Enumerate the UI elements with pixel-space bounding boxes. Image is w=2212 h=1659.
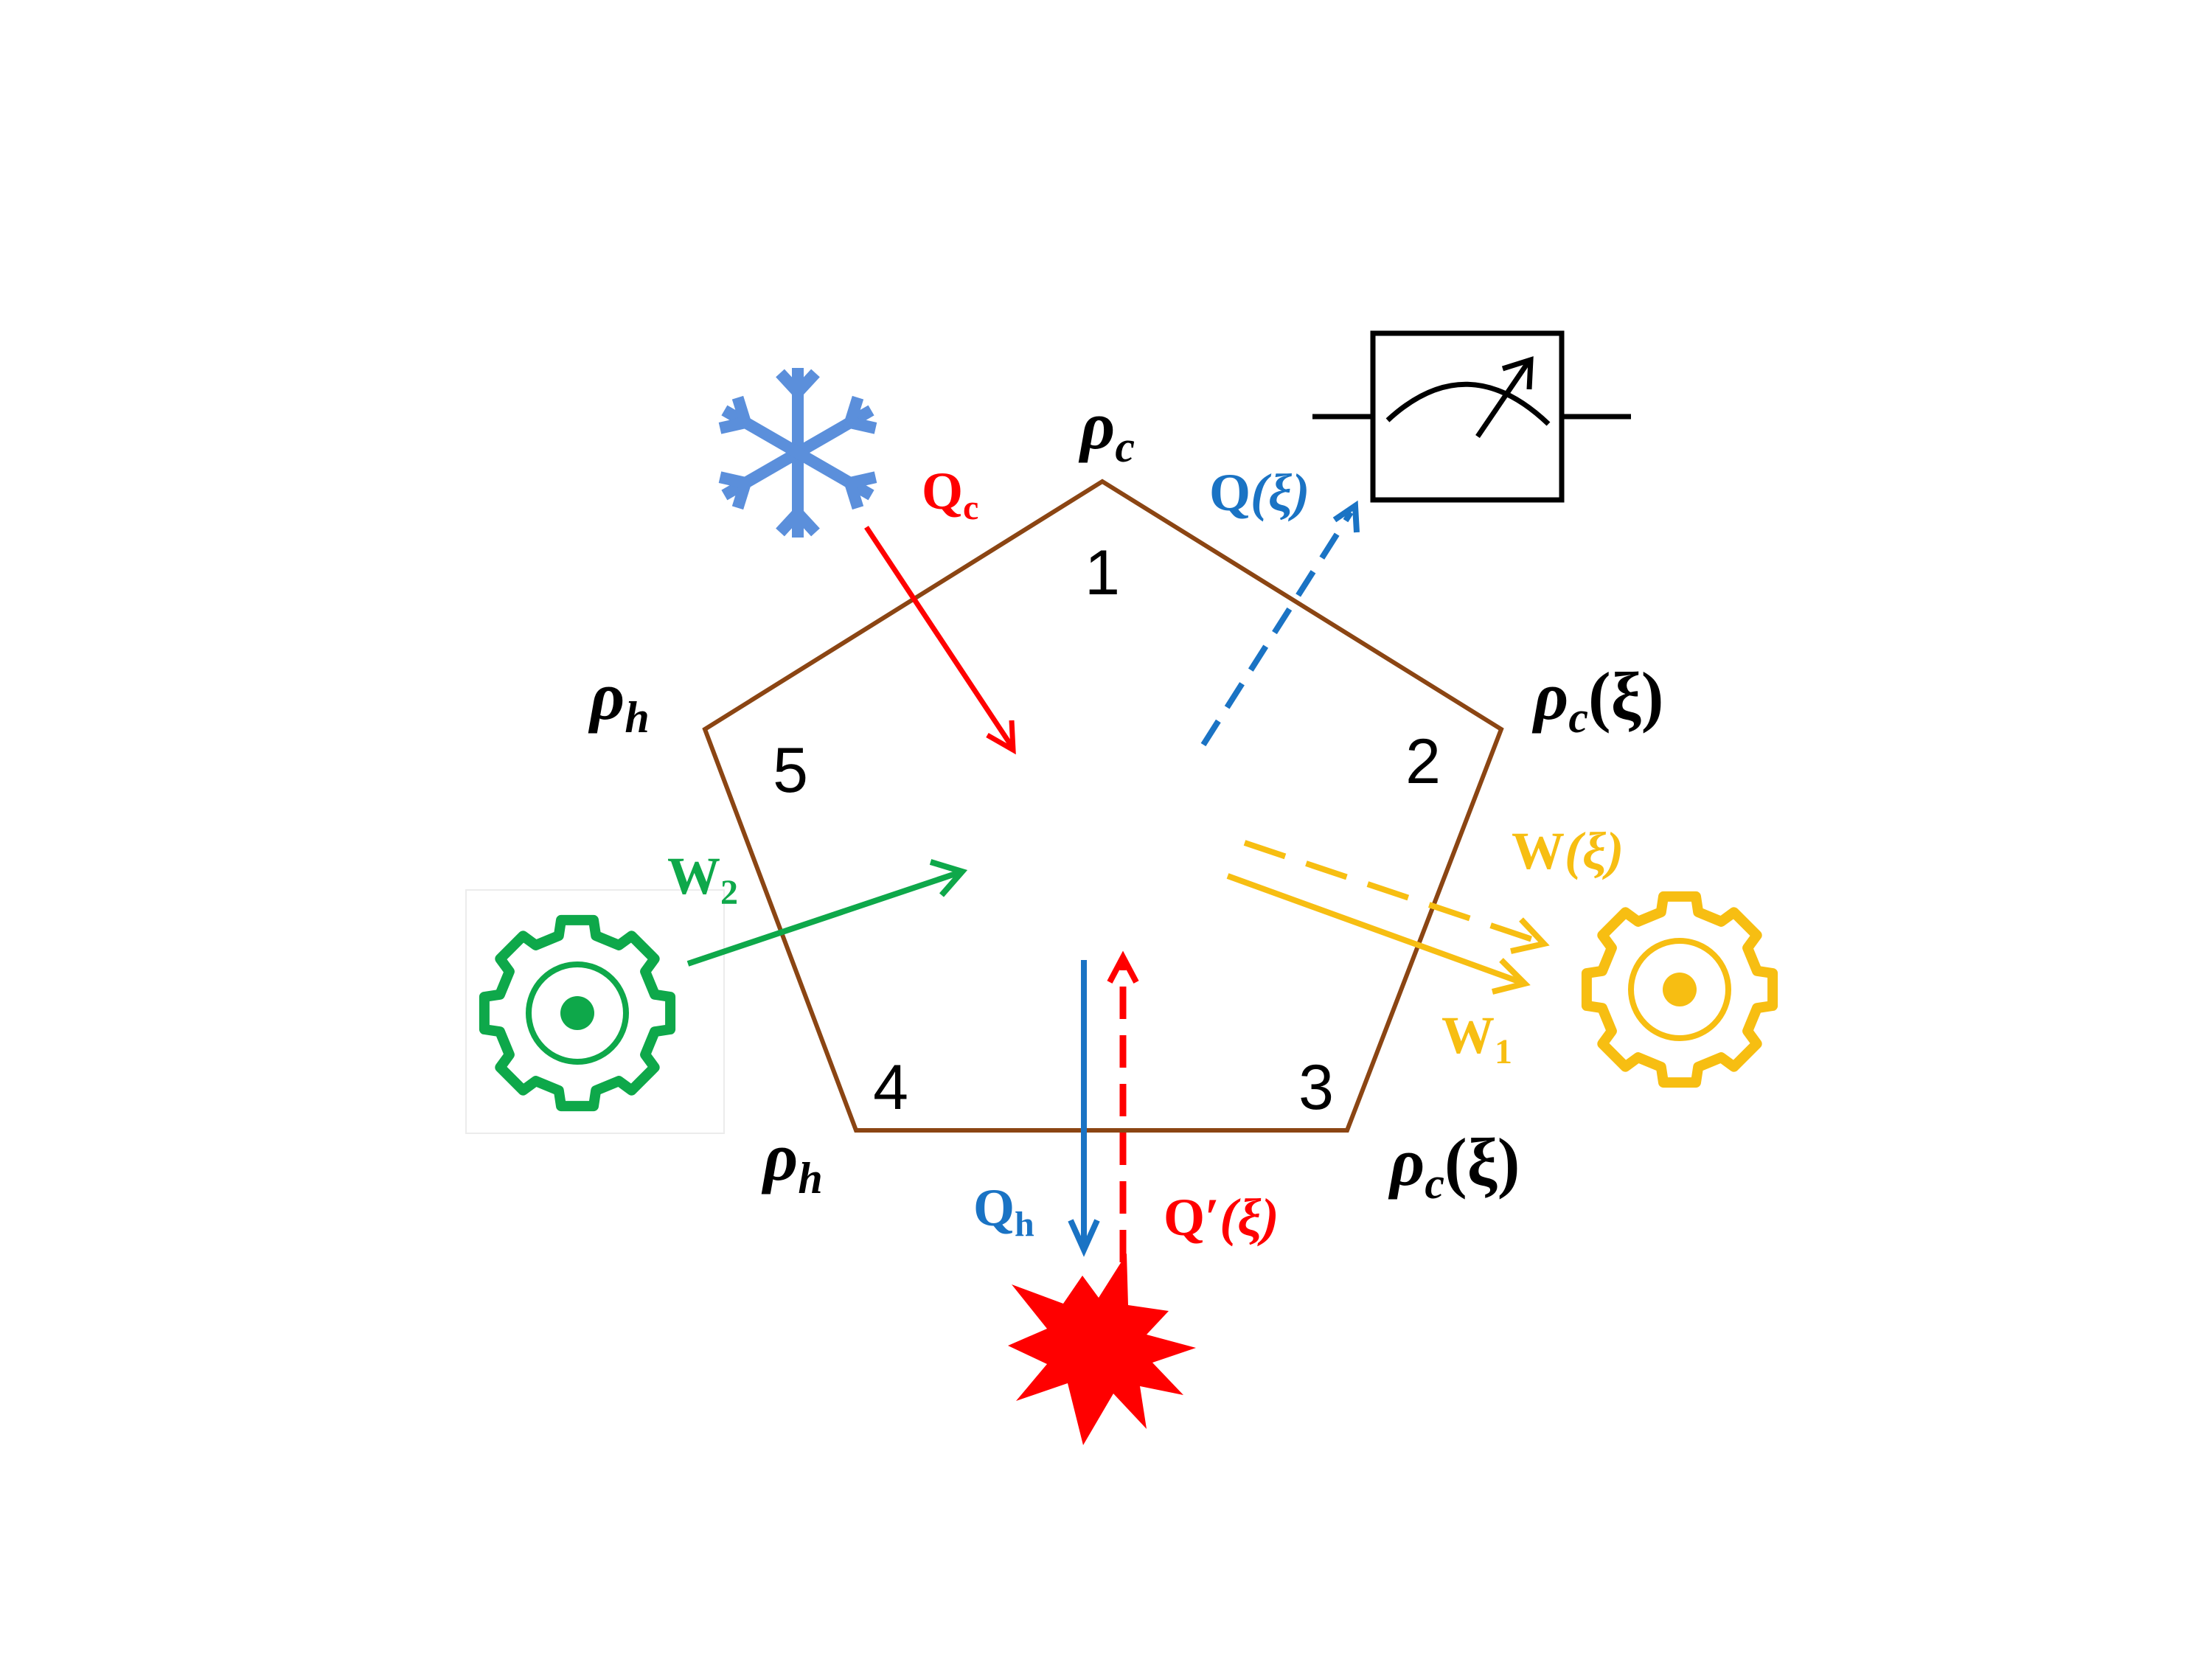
state-label-2: ρc(ξ)	[1531, 658, 1663, 742]
gear-icon	[1581, 891, 1778, 1088]
qc-arrow	[864, 526, 1016, 755]
w1-arrow	[1226, 873, 1531, 995]
qh-arrow	[1068, 960, 1100, 1257]
wxi-label: W(ξ)	[1512, 821, 1624, 880]
w1-label: W1	[1441, 1006, 1512, 1071]
vertex-number-1: 1	[1085, 538, 1120, 608]
qc-label: Qc	[922, 462, 978, 527]
vertex-number-2: 2	[1405, 726, 1441, 797]
engine-frame	[465, 889, 725, 1134]
state-label-4: ρh	[761, 1119, 823, 1203]
state-label-1: ρc	[1078, 388, 1135, 471]
snowflake-icon	[718, 368, 877, 538]
state-label-3: ρc(ξ)	[1388, 1124, 1520, 1208]
vertex-number-3: 3	[1298, 1052, 1334, 1123]
meter-icon	[1312, 330, 1631, 503]
wxi-arrow	[1243, 840, 1550, 954]
vertex-number-4: 4	[873, 1052, 908, 1123]
gear-icon	[479, 914, 676, 1112]
vertex-number-5: 5	[773, 735, 808, 806]
qxi-label: Q(ξ)	[1209, 463, 1310, 522]
qxi-arrow	[1200, 500, 1360, 747]
qprime-label: Q′(ξ)	[1164, 1188, 1279, 1247]
qprime-arrow	[1107, 950, 1139, 1262]
state-label-5: ρh	[588, 658, 650, 742]
cycle-pentagon	[702, 479, 1504, 1133]
w2-arrow	[686, 859, 968, 967]
starburst-icon	[1008, 1253, 1196, 1445]
w2-label: W2	[667, 846, 738, 912]
qh-label: Qh	[973, 1178, 1034, 1244]
